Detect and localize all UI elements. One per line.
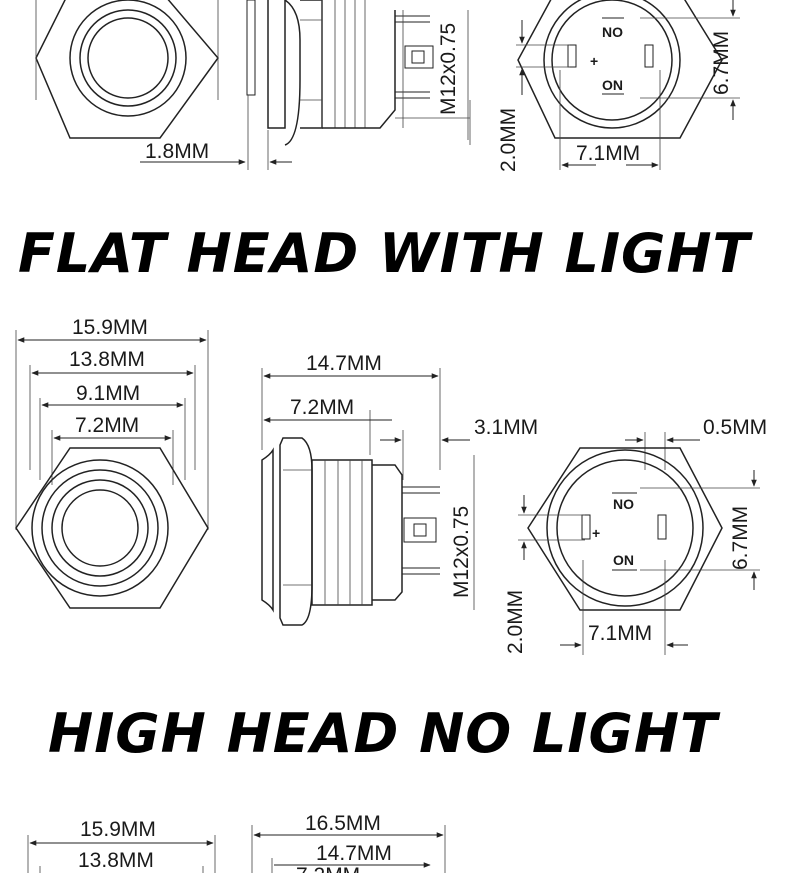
middle-outer-label: 15.9MM (72, 316, 148, 339)
middle-pin-gap-label: 0.5MM (703, 416, 767, 439)
top-pin-offset-label: 2.0MM (497, 108, 520, 172)
top-on-label: ON (602, 77, 623, 93)
middle-side-view (261, 437, 440, 626)
bottom-total-label: 16.5MM (305, 812, 381, 835)
middle-head-label: 7.2MM (290, 396, 354, 419)
bottom-front-dimensions: 15.9MM 13.8MM (27, 818, 216, 873)
middle-front-hex (15, 447, 209, 609)
middle-terminal-label: 3.1MM (474, 416, 538, 439)
bottom-outer-label: 15.9MM (80, 818, 156, 841)
top-side-view (246, 0, 471, 146)
top-offset-dimension: 1.8MM (140, 95, 292, 170)
top-front-bezel (69, 0, 187, 117)
top-front-button (87, 17, 169, 99)
middle-length-label: 14.7MM (306, 352, 382, 375)
top-pin-width-label: 7.1MM (576, 142, 640, 165)
middle-pin-height-label: 6.7MM (729, 506, 752, 570)
bottom-head-partial-label: 7.2MM (296, 864, 360, 873)
middle-button-label: 7.2MM (75, 414, 139, 437)
middle-no-label: NO (613, 496, 634, 512)
top-offset-label: 1.8MM (145, 140, 209, 163)
middle-plus-label: + (592, 525, 600, 541)
middle-thread-label: M12x0.75 (450, 506, 473, 598)
middle-side-dimensions: 14.7MM 7.2MM 3.1MM (261, 352, 538, 480)
middle-front-bezel (31, 459, 169, 597)
middle-front-button (61, 489, 139, 567)
section-title-high-head-no-light: HIGH HEAD NO LIGHT (48, 702, 721, 765)
bottom-length-label: 14.7MM (316, 842, 392, 865)
middle-pin-view: 0.5MM + NO ON 6.7MM 2.0MM 7.1MM (504, 416, 767, 655)
top-thread-label: M12x0.75 (437, 23, 460, 115)
section-title-flat-head-with-light: FLAT HEAD WITH LIGHT (18, 222, 754, 285)
middle-hex-label: 13.8MM (69, 348, 145, 371)
top-plus-label: + (590, 53, 598, 69)
top-front-hex (35, 0, 219, 139)
top-no-label: NO (602, 24, 623, 40)
top-pin-view: + NO ON 7.1MM 6.7MM 2.0MM (497, 0, 740, 172)
middle-pin-width-label: 7.1MM (588, 622, 652, 645)
middle-pin-offset-label: 2.0MM (504, 590, 527, 654)
middle-front-view (15, 447, 209, 609)
middle-inner-label: 9.1MM (76, 382, 140, 405)
top-pin-height-label: 6.7MM (710, 31, 733, 95)
middle-on-label: ON (613, 552, 634, 568)
middle-front-dimensions: 15.9MM 13.8MM 9.1MM 7.2MM (15, 316, 209, 530)
bottom-side-dimensions: 16.5MM 14.7MM 7.2MM (251, 812, 446, 873)
top-front-view (35, 0, 219, 139)
bottom-hex-label: 13.8MM (78, 849, 154, 872)
